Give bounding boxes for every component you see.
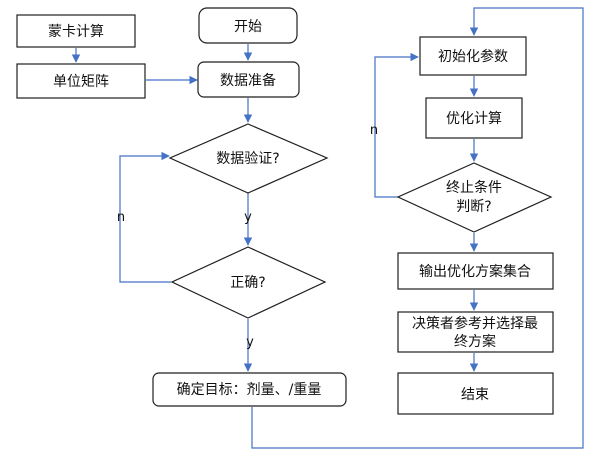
node-decision: 决策者参考并选择最 终方案 [397,311,554,353]
edge-labels: y n y n [117,123,378,350]
node-start-label: 开始 [234,19,262,35]
node-unit-matrix: 单位矩阵 [16,63,146,99]
node-decision-line1: 决策者参考并选择最 [412,315,538,332]
node-data-prep-label: 数据准备 [220,72,276,89]
node-end: 结束 [397,372,554,415]
edge-target-to-init [251,7,584,449]
node-start: 开始 [198,7,298,44]
node-stop-line1: 终止条件 [446,179,502,196]
node-decision-line2: 终方案 [454,333,496,350]
node-init-params-label: 初始化参数 [438,48,508,65]
node-optimize-label: 优化计算 [446,111,502,127]
label-stop-no: n [370,123,378,138]
node-correct: 正确? [170,246,327,319]
node-stop-condition: 终止条件 判断? [396,162,553,233]
node-end-label: 结束 [461,387,489,403]
node-output-plans: 输出优化方案集合 [397,252,554,290]
edge-correct-no-loop [119,151,171,283]
edge-stop-no-loop [374,52,419,198]
node-output-plans-label: 输出优化方案集合 [419,263,531,280]
node-mengka: 蒙卡计算 [16,14,136,48]
node-data-verify: 数据验证? [168,123,329,194]
node-data-verify-label: 数据验证? [216,151,279,167]
node-data-prep: 数据准备 [197,61,300,98]
node-target-label: 确定目标：剂量、/重量 [177,382,322,398]
label-verify-yes: y [244,210,252,225]
node-stop-line2: 判断? [456,199,491,215]
node-correct-label: 正确? [230,275,265,291]
label-verify-no: n [117,210,125,225]
node-unit-matrix-label: 单位矩阵 [53,74,109,90]
label-correct-yes: y [246,335,254,350]
node-optimize: 优化计算 [425,97,523,139]
node-mengka-label: 蒙卡计算 [48,24,104,40]
connectors [71,7,584,449]
node-init-params: 初始化参数 [419,36,527,76]
node-target: 确定目标：剂量、/重量 [152,372,347,407]
